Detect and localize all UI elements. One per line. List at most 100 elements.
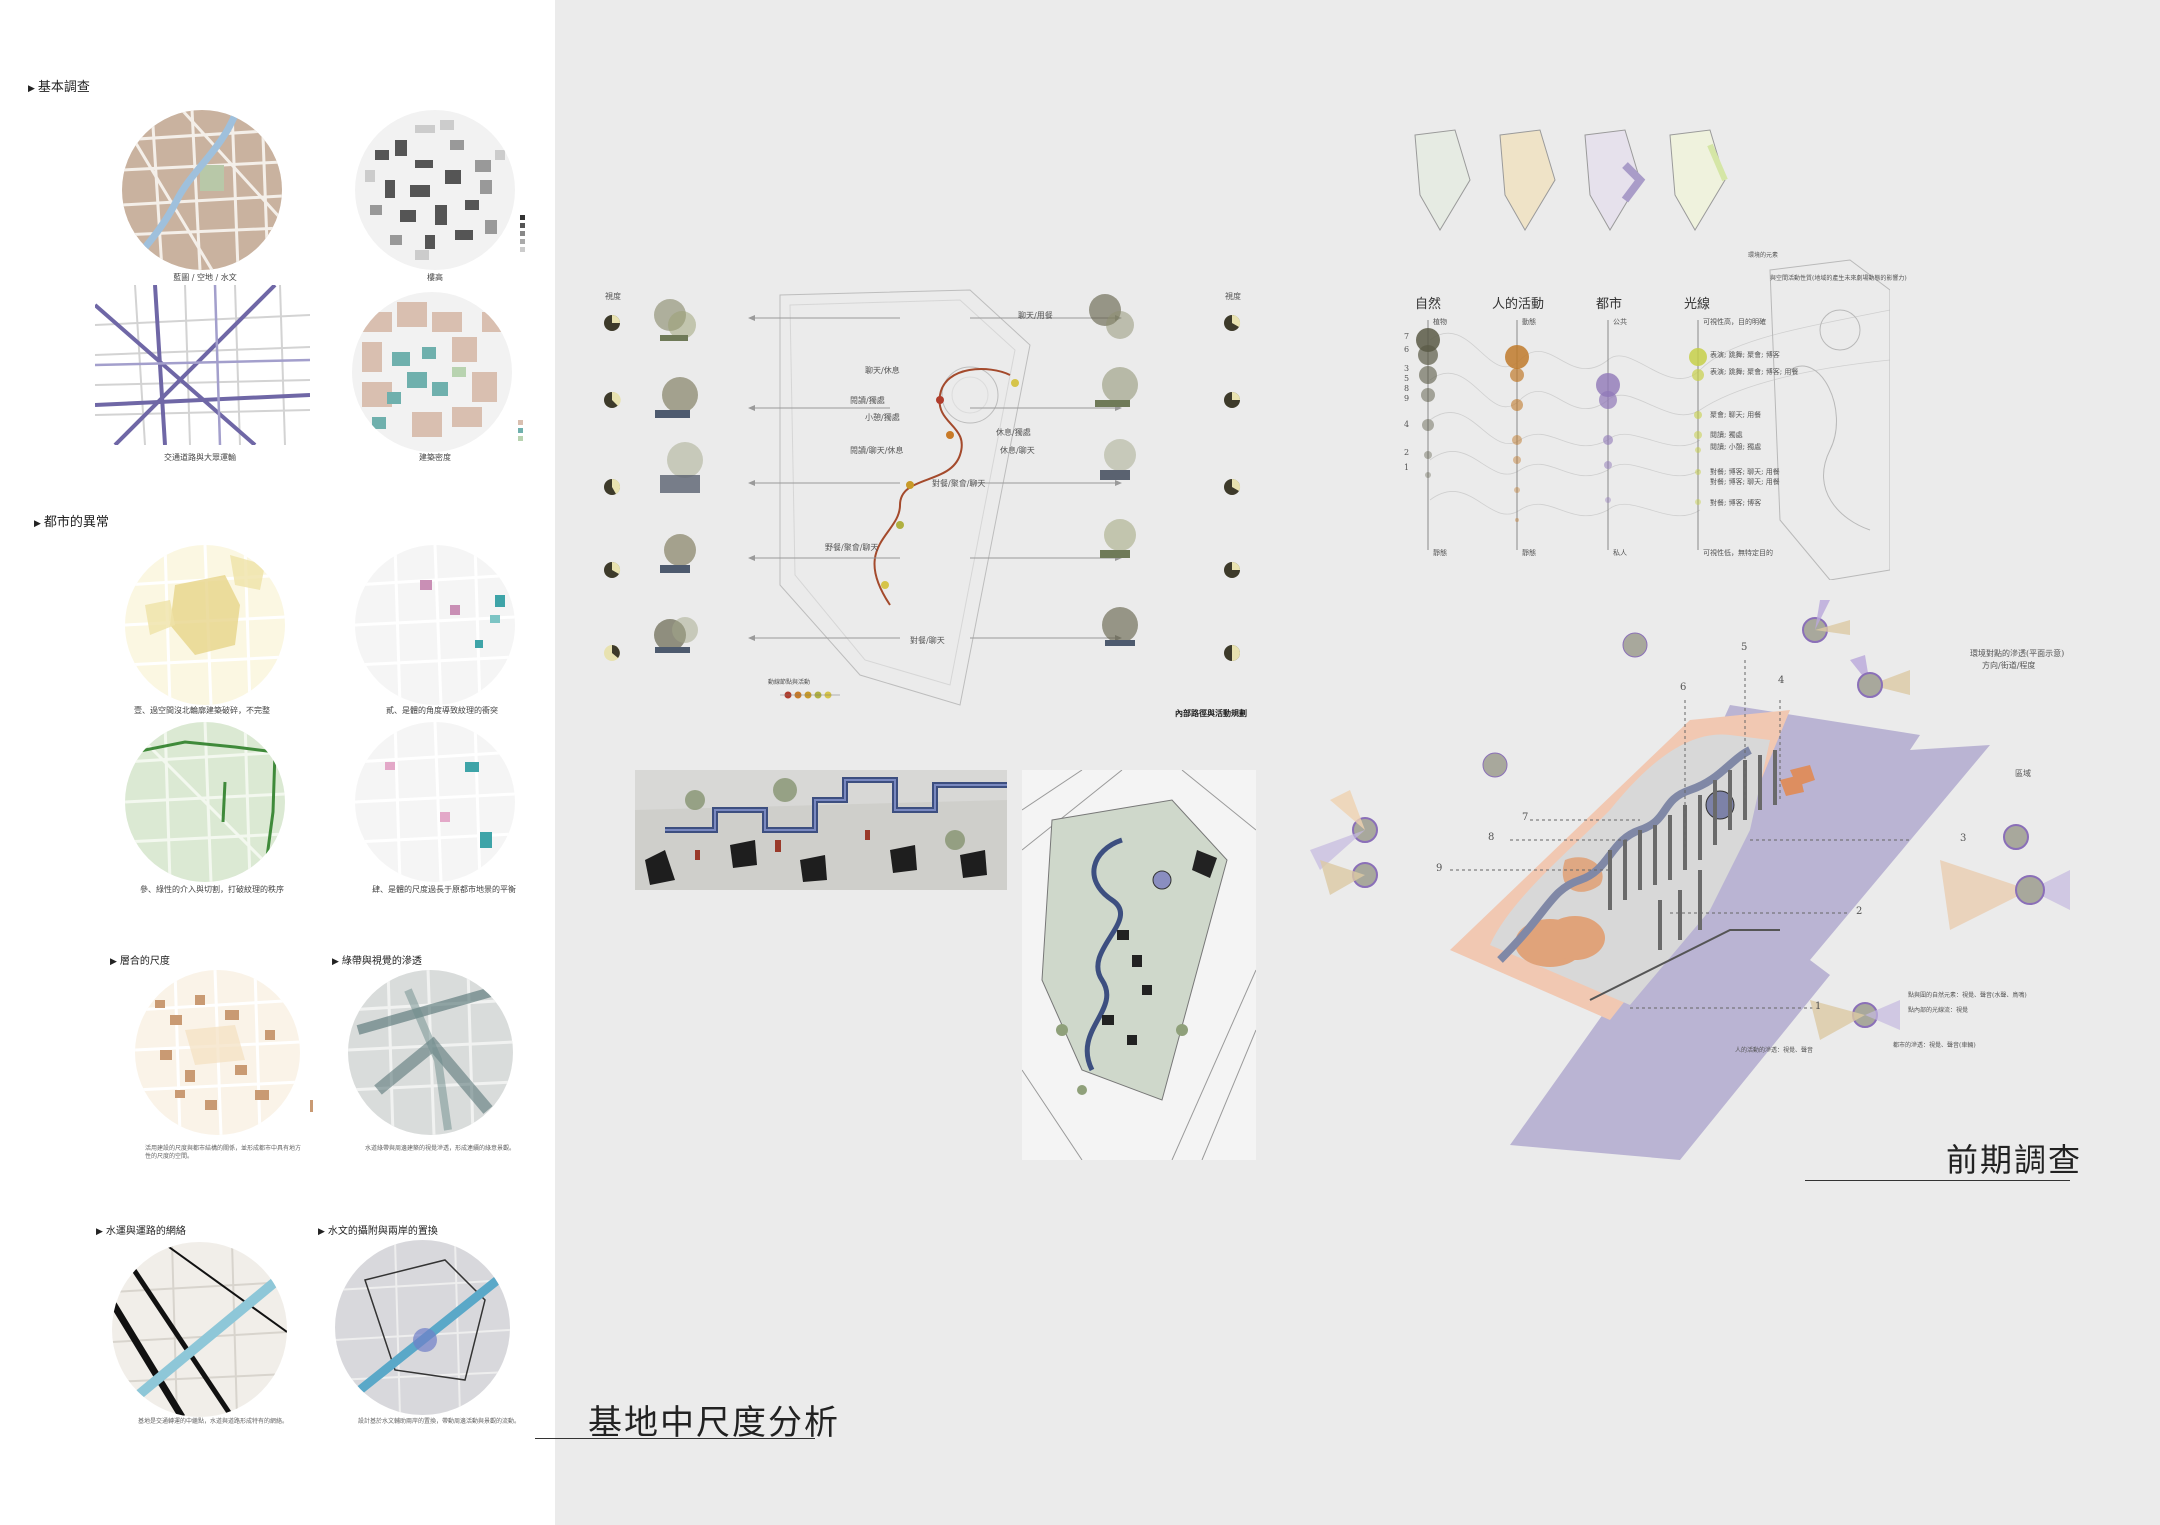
light-bottom-label: 可視性低，無特定目的 bbox=[1703, 549, 1773, 557]
activity-label-8: 休息/獨處 bbox=[996, 428, 1031, 437]
scale-legend bbox=[310, 1100, 313, 1112]
legend-urban: 都市的滲透：視覺、聲音(車輛) bbox=[1893, 1042, 1976, 1049]
urban-bottom-label: 私人 bbox=[1613, 549, 1627, 557]
view-label-right: 視度 bbox=[1225, 292, 1241, 301]
iso-number-3: 3 bbox=[1960, 833, 1967, 844]
section-perspective bbox=[635, 770, 1007, 890]
map-anomaly-2 bbox=[355, 545, 515, 705]
section-urban-anomaly: 都市的異常 bbox=[34, 511, 109, 530]
tick-3: 3 bbox=[1404, 364, 1410, 373]
annotation-environment: 環境對點的滲透(平面示意) bbox=[1970, 649, 2065, 658]
activity-label-7: 聊天/用餐 bbox=[1018, 311, 1053, 320]
plan-caption: 內部路徑與活動規劃 bbox=[1175, 708, 1247, 718]
caption-transport: 交通道路與大眾運輸 bbox=[164, 453, 236, 462]
section-water-network: 水運與運路的網絡 bbox=[96, 1222, 186, 1237]
map-anomaly-3 bbox=[125, 722, 285, 882]
activity-label-9: 休息/聊天 bbox=[1000, 446, 1035, 455]
activity-planning-diagram: 視度 視度 聊天/休息 閱讀/獨處 小憩/獨處 閱讀/聊天/休息 對餐/聚會/聊… bbox=[600, 285, 1260, 718]
note-scale: 活用建設的尺度與都市結構的關係，並形成都市中具有地方性的尺度的空間。 bbox=[145, 1145, 302, 1160]
map-landuse bbox=[122, 110, 282, 270]
header-light: 光線 bbox=[1684, 297, 1711, 312]
iso-number-6: 6 bbox=[1680, 682, 1687, 693]
iso-number-5: 5 bbox=[1741, 642, 1748, 653]
site-plan-map bbox=[1022, 770, 1256, 1160]
section-water-replace: 水文的攝附與兩岸的置換 bbox=[318, 1222, 438, 1237]
iso-number-9: 9 bbox=[1436, 863, 1443, 874]
density-legend bbox=[518, 420, 526, 450]
activity-list-8: 對餐; 博客; 博客 bbox=[1710, 499, 1762, 507]
tick-8: 8 bbox=[1404, 384, 1410, 393]
tick-6: 6 bbox=[1404, 345, 1410, 354]
annotation-area: 區域 bbox=[2015, 769, 2031, 778]
environment-factor-diagram: 自然 人的活動 都市 光線 植物 動態 公共 可視性高，目的明確 靜態 靜態 私… bbox=[1370, 250, 1907, 581]
activity-label-1: 聊天/休息 bbox=[865, 366, 900, 375]
map-anomaly-4 bbox=[355, 722, 515, 882]
map-building-height bbox=[355, 110, 515, 270]
caption-anomaly-3: 參、綠性的介入與切割，打破紋理的秩序 bbox=[140, 885, 284, 894]
tick-5: 5 bbox=[1404, 374, 1410, 383]
note-water-replace: 設計基於水文輔助兩岸的置換，帶動周邊活動與景觀的流動。 bbox=[358, 1418, 521, 1425]
activity-list-2: 表演; 跳舞; 聚會; 博客; 用餐 bbox=[1710, 368, 1799, 376]
tick-1: 1 bbox=[1404, 463, 1410, 472]
legend-light: 點內部的光線流：視覺 bbox=[1908, 1007, 1969, 1014]
activity-label-10: 對餐/聊天 bbox=[910, 636, 945, 645]
tick-7: 7 bbox=[1404, 332, 1410, 341]
iso-number-8: 8 bbox=[1488, 832, 1495, 843]
map-transport bbox=[95, 285, 310, 445]
height-legend bbox=[520, 215, 530, 260]
activity-list-6: 對餐; 博客; 聊天; 用餐 bbox=[1710, 468, 1780, 476]
activity-top-label: 動態 bbox=[1522, 318, 1536, 326]
legend-nature-elements: 點與圍的自然元素：視覺、聲音(水聲、鳥鳴) bbox=[1908, 992, 2027, 999]
activity-label-6: 野餐/聚會/聊天 bbox=[825, 543, 879, 552]
caption-anomaly-4: 肆、是體的尺度過長于原都市地景的平衡 bbox=[372, 885, 516, 894]
tick-2: 2 bbox=[1404, 448, 1410, 457]
legend-label: 動線節點與活動 bbox=[768, 679, 811, 686]
activity-label-5: 對餐/聚會/聊天 bbox=[932, 479, 986, 488]
activity-list-1: 表演; 跳舞; 聚會; 博客 bbox=[1710, 351, 1780, 359]
title-mid-scale-analysis: 基地中尺度分析 bbox=[588, 1403, 840, 1443]
top-note-2: 與空間活動性質(地域的產生未來劇場動態的影響力) bbox=[1770, 275, 1907, 282]
legend-human: 人的活動的滲透：視覺、聲音 bbox=[1735, 1047, 1814, 1054]
annotation-direction: 方向/街道/程度 bbox=[1982, 661, 2036, 670]
activity-label-2: 閱讀/獨處 bbox=[850, 396, 885, 405]
map-anomaly-1 bbox=[125, 545, 285, 705]
activity-label-4: 閱讀/聊天/休息 bbox=[850, 446, 904, 455]
iso-number-4: 4 bbox=[1778, 675, 1785, 686]
activity-list-5: 閱讀; 小憩; 獨處 bbox=[1710, 443, 1762, 451]
section-basic-survey: 基本調查 bbox=[28, 76, 90, 95]
nature-bottom-label: 靜態 bbox=[1433, 549, 1447, 557]
note-water-network: 基地是交通轉運的中繼點，水道與道路形成特有的網絡。 bbox=[138, 1418, 289, 1425]
header-human-activity: 人的活動 bbox=[1492, 297, 1545, 312]
iso-number-1: 1 bbox=[1815, 1001, 1822, 1012]
view-label-left: 視度 bbox=[605, 292, 621, 301]
map-water-network bbox=[112, 1242, 287, 1417]
activity-label-3: 小憩/獨處 bbox=[865, 413, 900, 422]
activity-list-7: 對餐; 博客; 聊天; 用餐 bbox=[1710, 478, 1780, 486]
layer-thumbnails bbox=[1405, 125, 1735, 235]
top-note-1: 環境的元素 bbox=[1748, 252, 1779, 259]
section-scale: 層合的尺度 bbox=[110, 952, 170, 967]
caption-anomaly-2: 貳、是體的角度導致紋理的衝突 bbox=[386, 706, 498, 715]
iso-number-2: 2 bbox=[1856, 906, 1863, 917]
isometric-site-model: 1 2 3 4 5 6 7 8 9 環境對點的滲透(平面示意) 方向/街道/程度… bbox=[1310, 600, 2070, 1160]
tick-4: 4 bbox=[1404, 420, 1410, 429]
caption-building-density: 建築密度 bbox=[419, 453, 451, 462]
activity-bottom-label: 靜態 bbox=[1522, 549, 1536, 557]
section-green-penetration: 綠帶與視覺的滲透 bbox=[332, 952, 422, 967]
note-green: 水道綠帶與周邊建築的視覺滲透，形成連續的綠意景觀。 bbox=[365, 1145, 516, 1152]
activity-list-3: 聚會; 聊天; 用餐 bbox=[1710, 411, 1762, 419]
map-green-penetration bbox=[348, 970, 513, 1135]
map-scale bbox=[135, 970, 300, 1135]
title-underline-mid bbox=[535, 1438, 815, 1439]
title-preliminary-survey: 前期調查 bbox=[1946, 1141, 2083, 1179]
header-nature: 自然 bbox=[1415, 297, 1442, 312]
light-top-label: 可視性高，目的明確 bbox=[1703, 318, 1766, 326]
title-underline-right bbox=[1805, 1180, 2070, 1181]
caption-building-height: 樓高 bbox=[427, 273, 443, 282]
map-building-density bbox=[352, 292, 512, 452]
header-urban: 都市 bbox=[1596, 297, 1623, 312]
tick-9: 9 bbox=[1404, 394, 1410, 403]
urban-top-label: 公共 bbox=[1613, 318, 1627, 326]
caption-landuse: 藍圖 / 空地 / 水文 bbox=[173, 273, 237, 282]
caption-anomaly-1: 壹、過空間沒北輪廓建築破碎，不完整 bbox=[134, 706, 270, 715]
